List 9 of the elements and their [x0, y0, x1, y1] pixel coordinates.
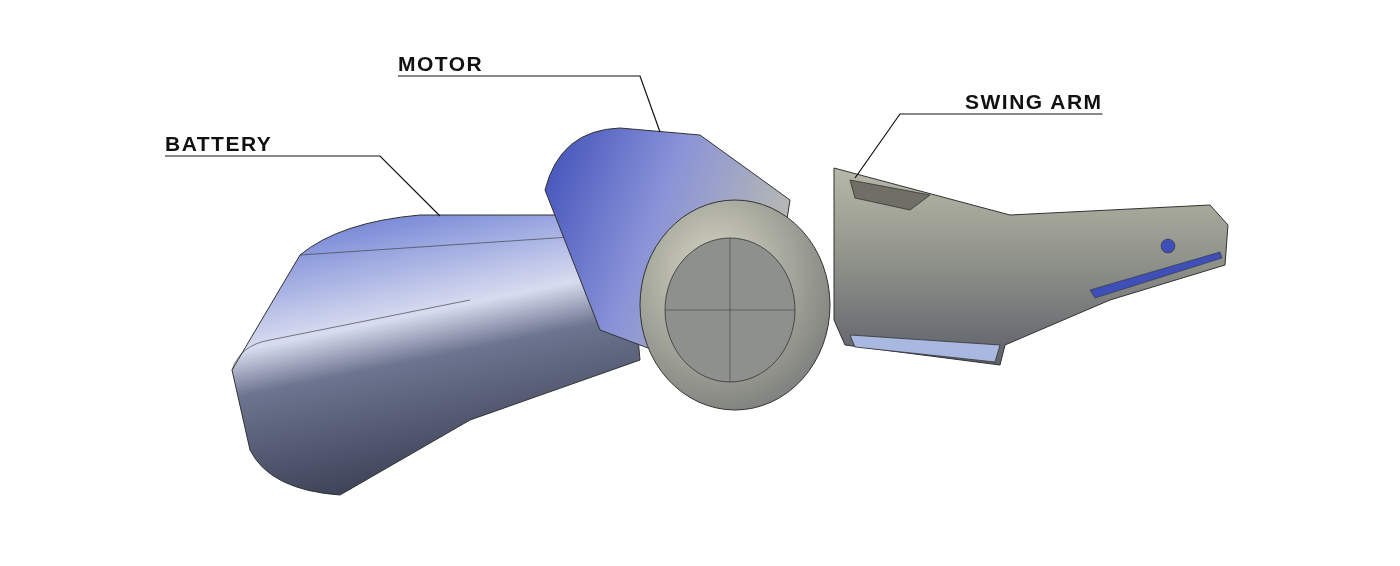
- leader-line: [854, 113, 1104, 179]
- part-label: SWING ARM: [965, 90, 1103, 114]
- motor-drawing: [544, 127, 831, 411]
- part-label: BATTERY: [165, 132, 273, 156]
- swing-arm-drawing: [833, 167, 1229, 366]
- leader-line: [397, 75, 661, 133]
- part-label: MOTOR: [398, 52, 484, 76]
- battery-drawing: [231, 214, 641, 496]
- leader-line: [164, 155, 441, 217]
